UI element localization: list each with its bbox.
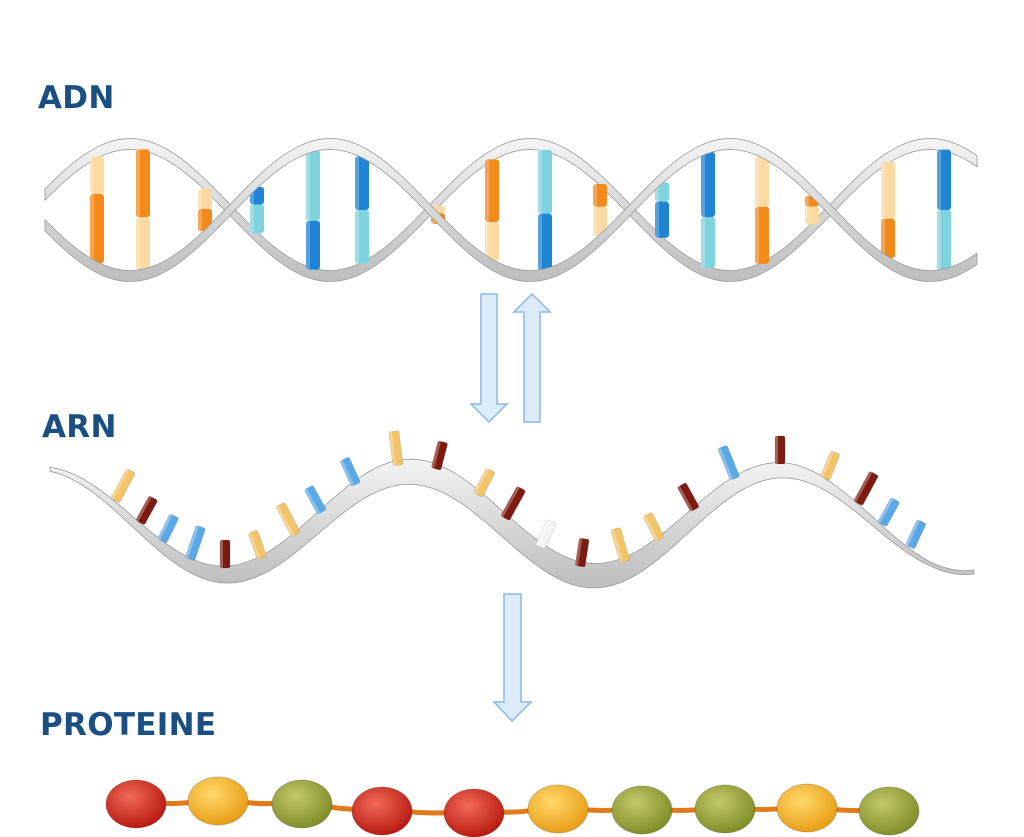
rna-base (535, 519, 557, 549)
dna-base-pair (655, 182, 669, 238)
dna-strand-back (44, 138, 978, 282)
dna-back-strand (44, 138, 978, 282)
reverse-transcription-arrow (512, 292, 552, 423)
rna-label: ARN (42, 409, 117, 445)
rna-base (219, 539, 231, 569)
protein-beads (105, 776, 920, 837)
rna-base (388, 430, 404, 466)
rna-bases (110, 430, 927, 569)
rna-base (110, 468, 136, 503)
dna-base-pair (136, 149, 150, 271)
amino-acid-bead (611, 785, 673, 835)
amino-acid-bead (271, 779, 333, 829)
rna-base (157, 513, 179, 543)
amino-acid-bead (858, 786, 920, 836)
rna-backbone (49, 458, 975, 589)
transcription-arrow (469, 293, 509, 424)
amino-acid-bead (527, 784, 589, 834)
dna-base-pair (937, 149, 951, 271)
dna-base-pair (538, 149, 552, 271)
amino-acid-bead (694, 784, 756, 834)
dna-label: ADN (38, 80, 115, 116)
dna-helix (44, 138, 978, 282)
dna-base-pair (881, 161, 895, 259)
dna-strand-front (44, 138, 978, 282)
rna-ribbon (49, 458, 975, 589)
amino-acid-bead (187, 776, 249, 826)
dna-base-pair (355, 156, 369, 264)
dna-base-pair (90, 156, 104, 264)
amino-acid-bead (351, 786, 413, 836)
dna-base-pairs (90, 149, 951, 271)
dna-base-pair (306, 150, 320, 270)
amino-acid-bead (105, 779, 167, 829)
rna-base (275, 502, 301, 537)
dna-base-pair (198, 188, 212, 232)
rna-base (500, 486, 526, 521)
dna-base-pair (755, 156, 769, 264)
dna-base-pair (250, 186, 264, 234)
protein-label: PROTEINE (40, 707, 217, 743)
dna-base-pair (593, 184, 607, 236)
rna-base (339, 457, 361, 487)
rna-base (135, 495, 158, 525)
rna-base (677, 482, 700, 512)
translation-arrow (492, 593, 533, 723)
amino-acid-bead (776, 783, 838, 833)
rna-base (473, 467, 495, 497)
rna-base (774, 435, 786, 465)
dna-front-strand (44, 138, 978, 282)
rna-base (642, 512, 665, 542)
rna-base (853, 471, 879, 506)
dna-base-pair (701, 151, 715, 269)
protein-chain (105, 776, 920, 837)
amino-acid-bead (443, 788, 505, 837)
rna-base (185, 525, 206, 561)
rna-base (877, 497, 900, 527)
rna-base (574, 537, 590, 568)
protein-linkers (133, 794, 892, 816)
rna-base (905, 519, 927, 549)
rna-strand (49, 430, 975, 589)
rna-base (248, 530, 267, 560)
rna-base (610, 527, 630, 563)
rna-base (820, 450, 840, 481)
rna-base (431, 440, 448, 471)
dna-base-pair (485, 159, 499, 261)
rna-base (717, 445, 740, 481)
rna-base (304, 485, 327, 515)
